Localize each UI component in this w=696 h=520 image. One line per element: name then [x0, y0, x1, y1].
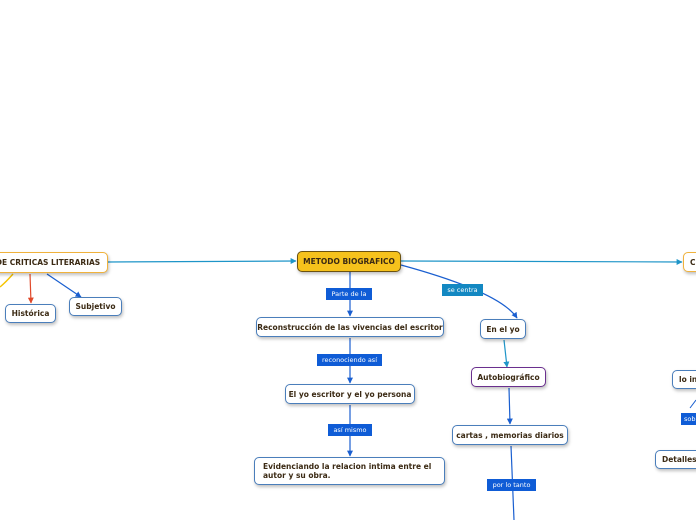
- node-right-c[interactable]: C: [683, 252, 696, 272]
- node-reconstruccion[interactable]: Reconstrucción de las vivencias del escr…: [256, 317, 444, 337]
- node-cartas-memorias[interactable]: cartas , memorias diarios: [452, 425, 568, 445]
- label-reconociendo-asi[interactable]: reconociendo así: [317, 354, 382, 366]
- label-parte-de-la[interactable]: Parte de la: [326, 288, 372, 300]
- label-sob[interactable]: sob: [681, 413, 696, 425]
- link-autobiografico-cartas: [506, 387, 513, 425]
- node-historica[interactable]: Histórica: [5, 304, 56, 323]
- node-en-el-yo[interactable]: En el yo: [480, 319, 526, 339]
- node-metodo-biografico[interactable]: METODO BIOGRAFICO: [297, 251, 401, 272]
- link-right-lo-in: [689, 399, 696, 409]
- node-lo-in[interactable]: lo in: [672, 370, 696, 389]
- link-criticas-subjetivo: [46, 273, 82, 298]
- node-yo-escritor[interactable]: El yo escritor y el yo persona: [285, 384, 415, 404]
- node-autobiografico[interactable]: Autobiográfico: [471, 367, 546, 387]
- link-metodo-right: [400, 258, 683, 265]
- node-criticas-literarias[interactable]: DE CRITICAS LITERARIAS: [0, 252, 108, 273]
- link-criticas-metodo: [107, 258, 297, 265]
- node-evidenciando[interactable]: Evidenciando la relacion intima entre el…: [254, 457, 445, 485]
- link-criticas-left: [0, 273, 14, 288]
- label-por-lo-tanto[interactable]: por lo tanto: [487, 479, 536, 491]
- node-subjetivo[interactable]: Subjetivo: [69, 297, 122, 316]
- label-se-centra[interactable]: se centra: [442, 284, 483, 296]
- link-criticas-historica: [27, 273, 34, 304]
- label-asi-mismo[interactable]: así mismo: [328, 424, 372, 436]
- node-detalles[interactable]: Detalles: [655, 450, 696, 469]
- link-enelyo-autobiografico: [503, 339, 510, 368]
